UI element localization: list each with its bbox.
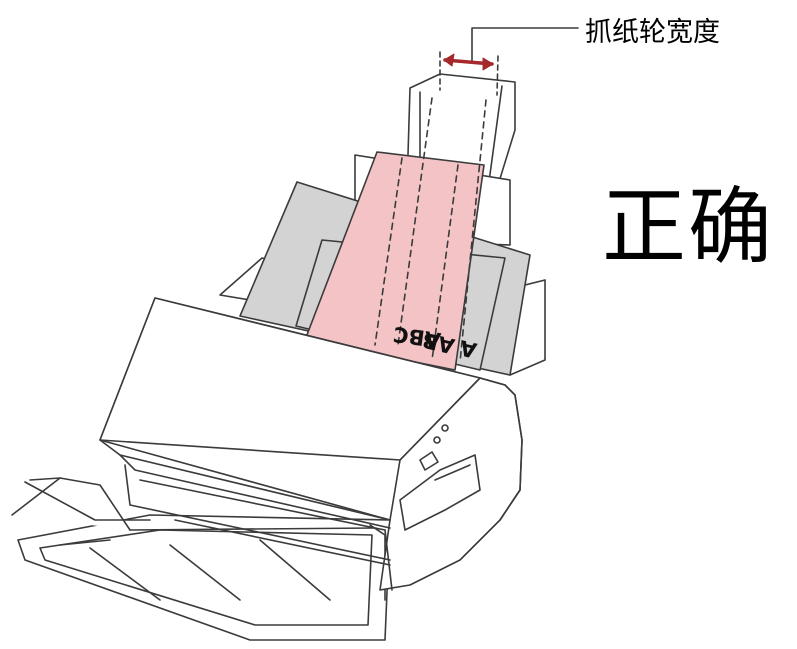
scanner-body <box>99 297 523 591</box>
status-correct-label: 正确 <box>602 178 775 276</box>
document-sheet <box>304 97 487 371</box>
pick-roller-width-label: 抓纸轮宽度 <box>585 17 720 48</box>
pick-roller-width-arrow <box>439 27 579 96</box>
doc-text-a: A <box>457 335 479 362</box>
